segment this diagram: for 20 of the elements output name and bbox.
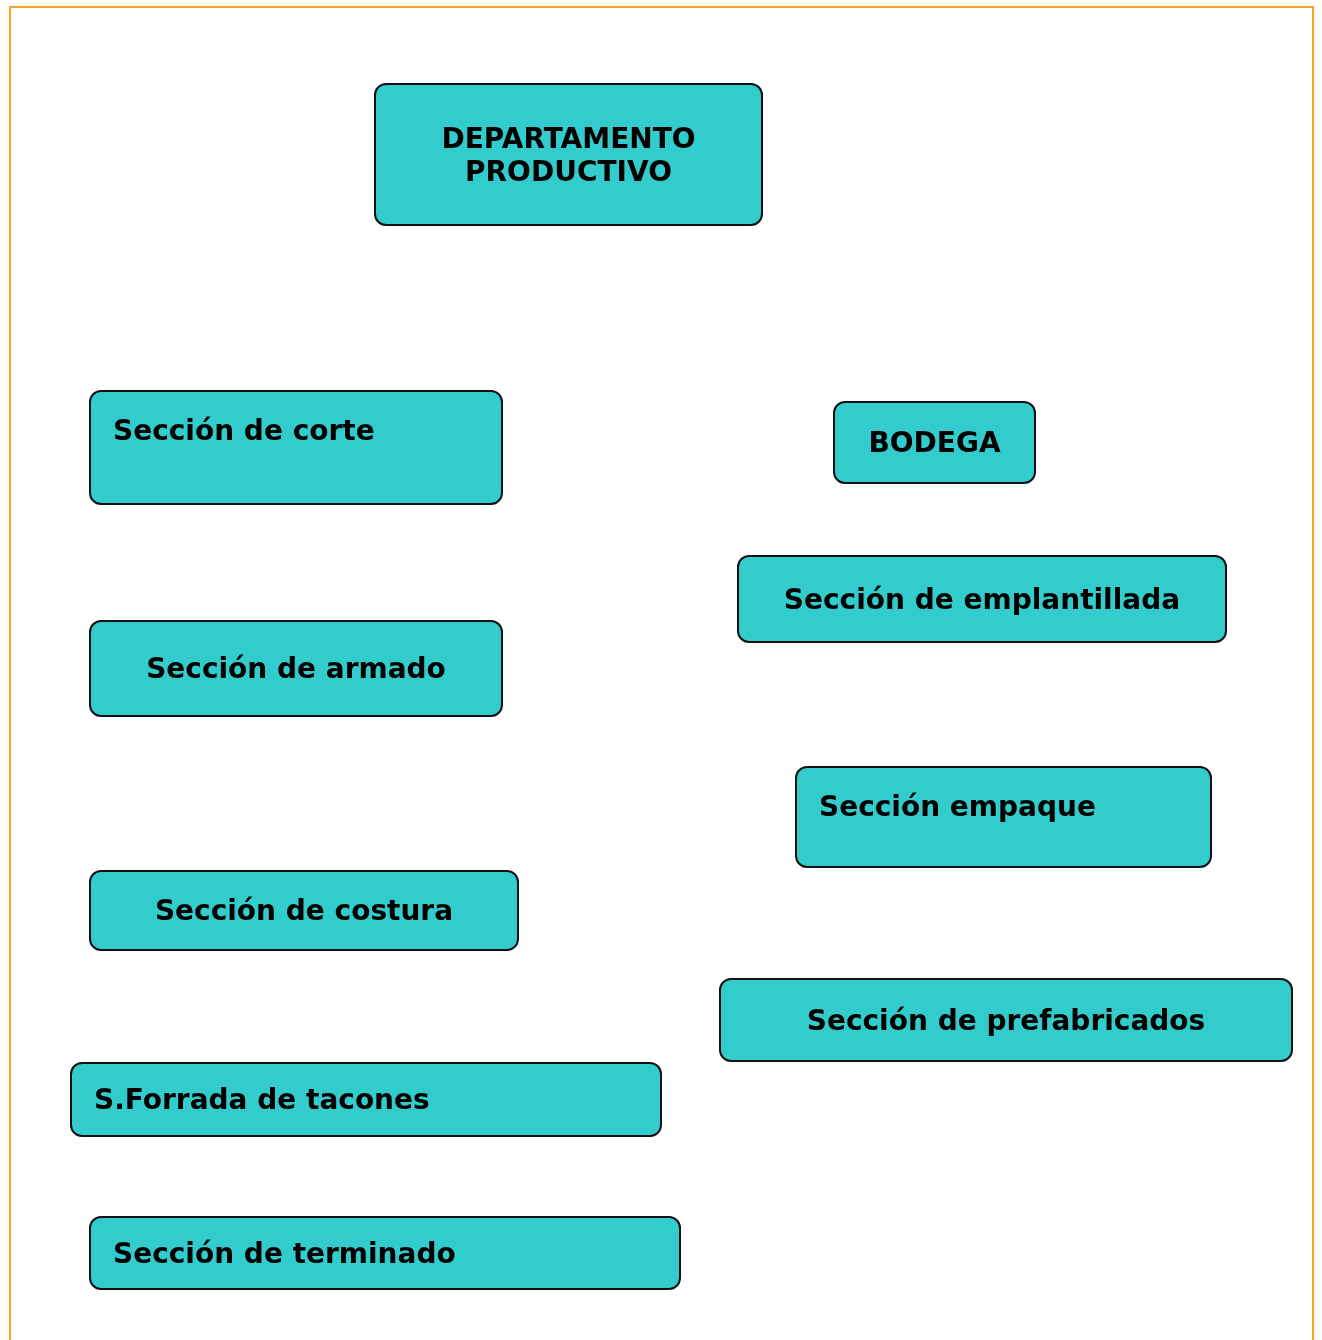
section-box [89,620,503,717]
section-label: DEPARTAMENTO PRODUCTIVO [440,121,697,188]
section-label: Sección de prefabricados [806,1003,1206,1037]
section-box [374,83,763,226]
section-label: Sección de emplantillada [783,582,1181,616]
section-label: Sección empaque [819,790,1096,823]
section-box [89,870,519,951]
section-label: Sección de corte [113,414,375,447]
section-label: Sección de costura [154,894,454,927]
section-box [833,401,1036,484]
section-box [89,390,503,505]
section-label: Sección de terminado [113,1236,456,1270]
section-label: S.Forrada de tacones [94,1083,430,1116]
section-box [719,978,1293,1062]
section-label: BODEGA [868,426,1001,459]
section-box [89,1216,681,1290]
section-box [70,1062,662,1137]
section-label: Sección de armado [146,652,446,685]
section-box [737,555,1227,643]
section-box [795,766,1212,868]
